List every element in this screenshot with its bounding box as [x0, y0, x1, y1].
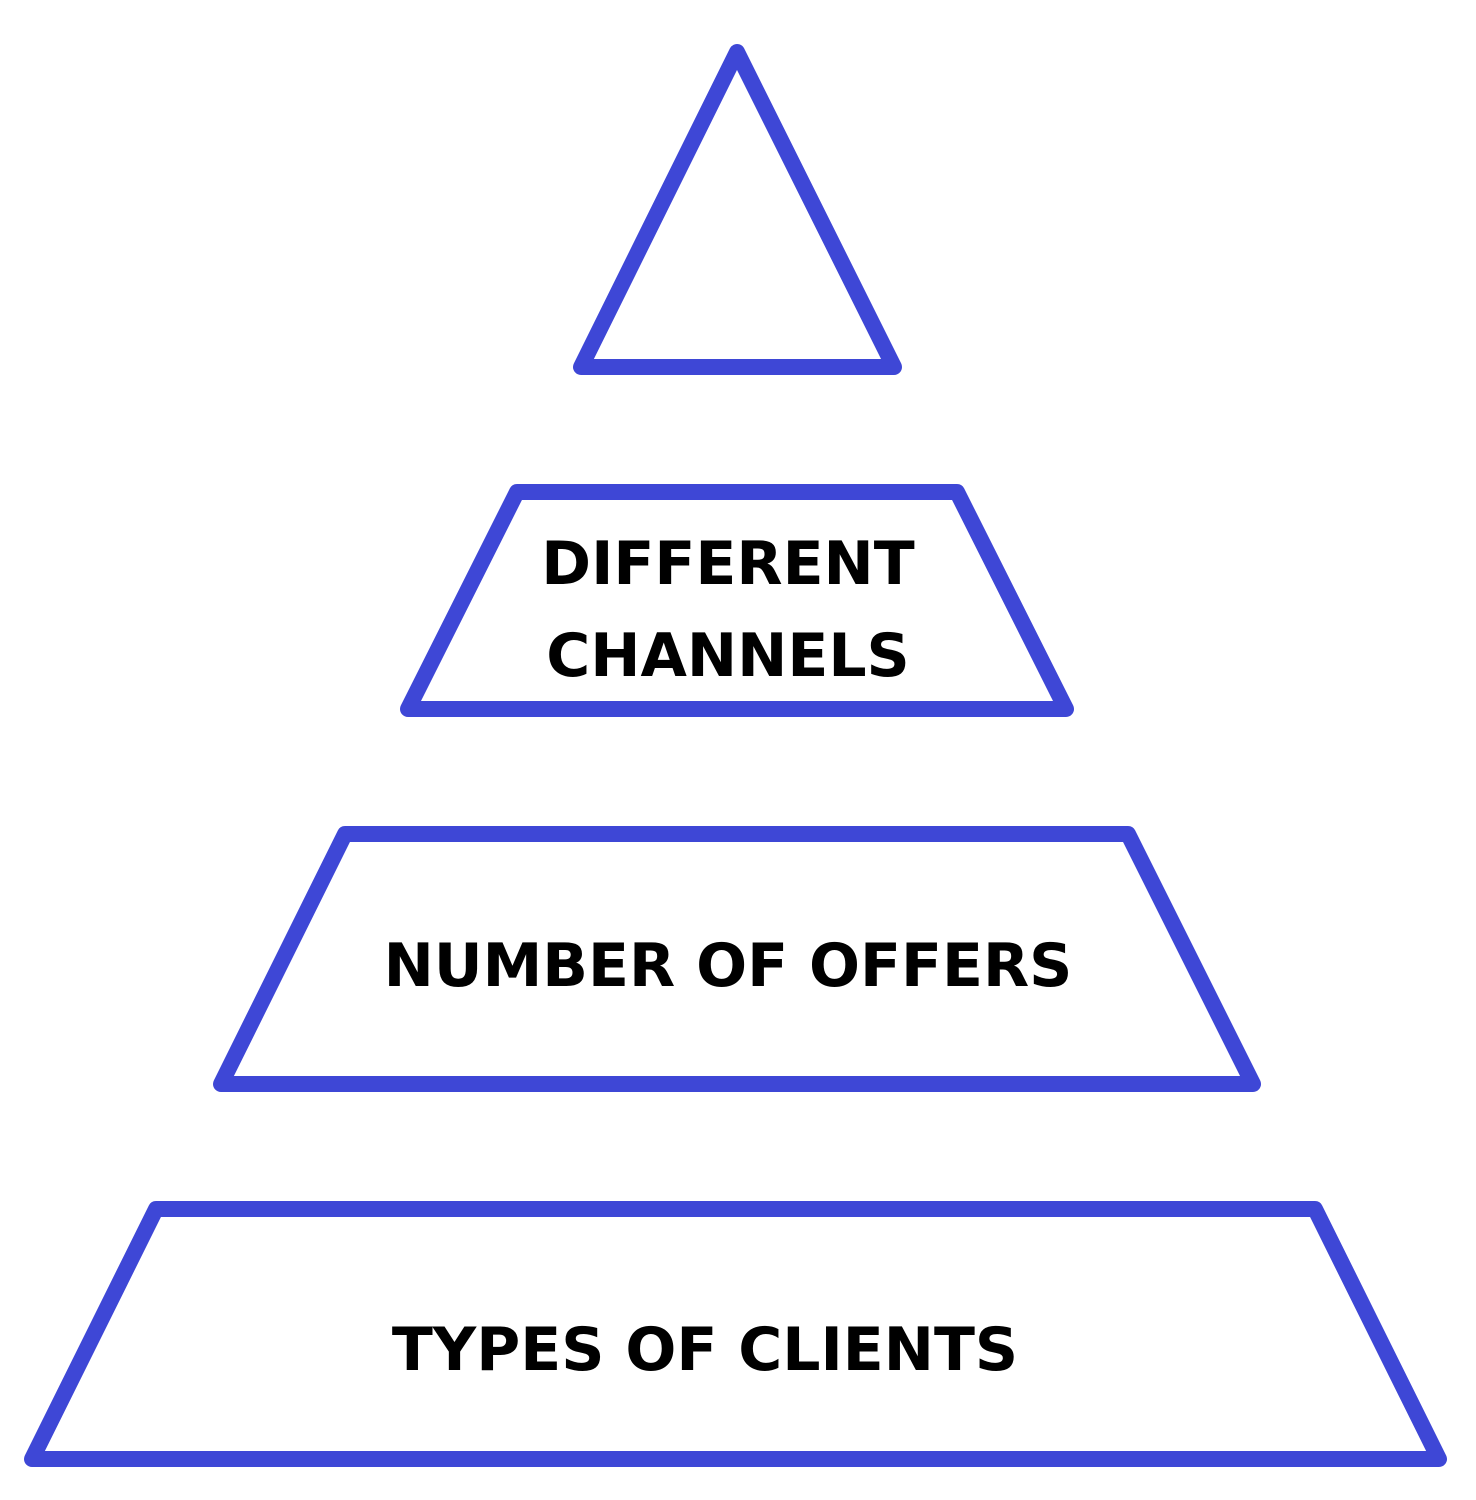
pyramid-level-number-of-offers: NUMBER OF OFFERS [213, 826, 1261, 1092]
level-2-trapezoid-shape [400, 484, 1074, 717]
level-4-trapezoid-shape [24, 1201, 1447, 1467]
level-3-label: NUMBER OF OFFERS [384, 931, 1073, 1001]
pyramid-level-apex [573, 44, 902, 375]
pyramid-level-types-of-clients: TYPES OF CLIENTS [24, 1201, 1447, 1467]
pyramid-level-different-channels: DIFFERENT CHANNELS [400, 484, 1074, 717]
level-2-label-line-1: DIFFERENT [541, 529, 914, 599]
level-2-label-line-2: CHANNELS [546, 621, 910, 691]
level-3-trapezoid-shape [213, 826, 1261, 1092]
level-4-label: TYPES OF CLIENTS [392, 1315, 1018, 1385]
apex-triangle-shape [573, 44, 902, 375]
